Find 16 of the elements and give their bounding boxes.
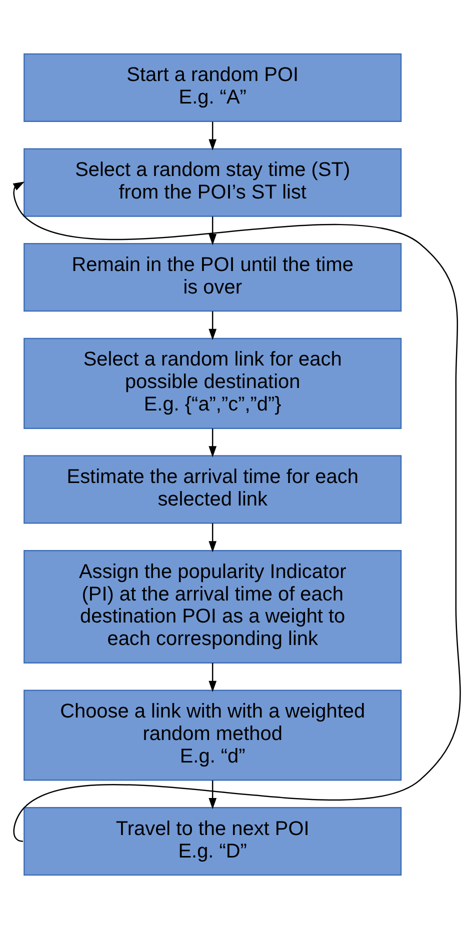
node-box: Choose a link with with a weighted random method E.g. “d” [24,689,402,780]
arrow [208,522,217,552]
arrow [208,216,217,245]
node-box: Assign the popularity Indicator (PI) at the arrival time of each destination POI as a weight to each corresponding link [24,549,402,664]
arrow [208,310,217,340]
arrow [12,181,461,842]
node-box: Select a random link for each possible destination E.g. {“a”,”c”,”d”} [24,337,402,428]
node-box: Travel to the next POI E.g. “D” [24,806,402,876]
arrow [208,428,217,457]
arrow [208,780,217,809]
arrow [208,662,217,692]
arrow [208,121,217,150]
node-box: Start a random POI E.g. “A” [24,52,402,122]
node-box: Select a random stay time (ST) from the POI’s ST list [24,148,402,216]
node-box: Estimate the arrival time for each selected link [24,454,402,524]
node-box: Remain in the POI until the time is over [24,242,402,312]
